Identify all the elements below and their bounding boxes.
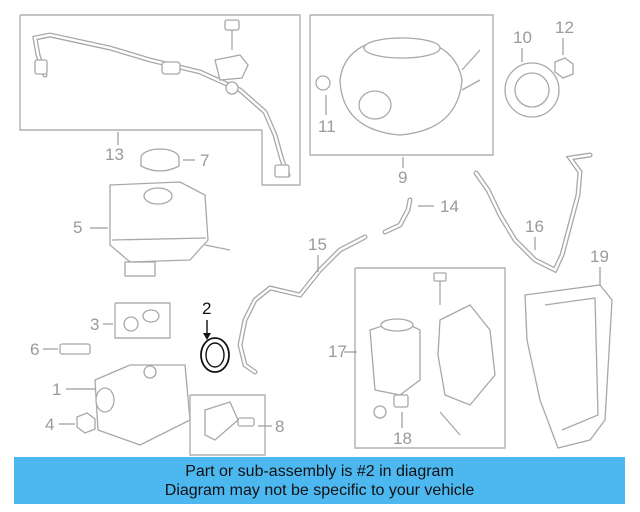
- part-9-box: [309, 14, 494, 156]
- callout-16: 16: [525, 217, 544, 236]
- callout-2: 2: [202, 299, 211, 318]
- info-banner: Part or sub-assembly is #2 in diagram Di…: [14, 457, 625, 504]
- booster-hub: [358, 90, 392, 120]
- callout-6: 6: [30, 340, 39, 359]
- bracket: [214, 54, 249, 81]
- reservoir-group: 7 5: [73, 148, 231, 277]
- booster-ring: [363, 37, 441, 59]
- gasket-nut-group: 10 12: [504, 18, 574, 118]
- tube-fitting: [34, 59, 48, 75]
- grommet-small: [142, 309, 160, 323]
- callout-10: 10: [513, 28, 532, 47]
- brake-line-16-group: 16: [473, 152, 593, 274]
- nut-12: [554, 57, 574, 79]
- bracket-8-group: 8: [189, 394, 284, 456]
- grommet: [123, 316, 139, 332]
- callout-17: 17: [328, 342, 347, 361]
- seal-ring-2: [200, 337, 230, 373]
- abs-valve-block: [437, 304, 496, 406]
- callout-9: 9: [398, 168, 407, 187]
- callout-3: 3: [90, 315, 99, 334]
- clip-fitting: [225, 81, 239, 95]
- tube-fitting-end: [274, 164, 290, 178]
- callout-5: 5: [73, 218, 82, 237]
- callout-8: 8: [275, 417, 284, 436]
- tube-clip: [161, 61, 181, 75]
- callout-4: 4: [45, 415, 54, 434]
- brake-line-15-group: 15: [237, 234, 368, 375]
- callout-18: 18: [393, 429, 412, 448]
- master-cylinder-group: 6 1 4: [30, 340, 191, 446]
- callout-14: 14: [440, 197, 459, 216]
- banner-line-2: Diagram may not be specific to your vehi…: [164, 481, 475, 499]
- callout-15: 15: [308, 235, 327, 254]
- callout-13: 13: [105, 145, 124, 164]
- banner-line-1: Part or sub-assembly is #2 in diagram: [185, 462, 454, 480]
- seal-2-group: 2: [200, 299, 230, 373]
- part-13-box: [19, 14, 301, 186]
- callout-11: 11: [318, 117, 336, 136]
- heat-shield-19: [524, 284, 613, 449]
- nut-4: [76, 412, 96, 434]
- callout-7: 7: [200, 151, 209, 170]
- check-valve-11: [315, 75, 331, 91]
- part-17-box: [354, 267, 506, 449]
- brake-line-assembly-group: 13: [19, 14, 301, 186]
- shield-19-group: 19: [524, 247, 613, 449]
- fluid-reservoir-5: [109, 181, 209, 263]
- reservoir-neck: [124, 261, 156, 277]
- callout-12: 12: [555, 18, 574, 37]
- abs-module-group: 17 18: [328, 267, 506, 449]
- callout-1: 1: [52, 380, 61, 399]
- bracket-8: [204, 401, 239, 441]
- hose-14-group: 14: [382, 197, 459, 235]
- grommet-group: 3: [90, 302, 171, 339]
- brake-booster-group: 11 9: [309, 14, 494, 187]
- bolt-head: [224, 19, 240, 31]
- callout-19: 19: [590, 247, 609, 266]
- part-3-box: [114, 302, 171, 339]
- part-8-box: [189, 394, 266, 456]
- bolt-6: [59, 343, 91, 355]
